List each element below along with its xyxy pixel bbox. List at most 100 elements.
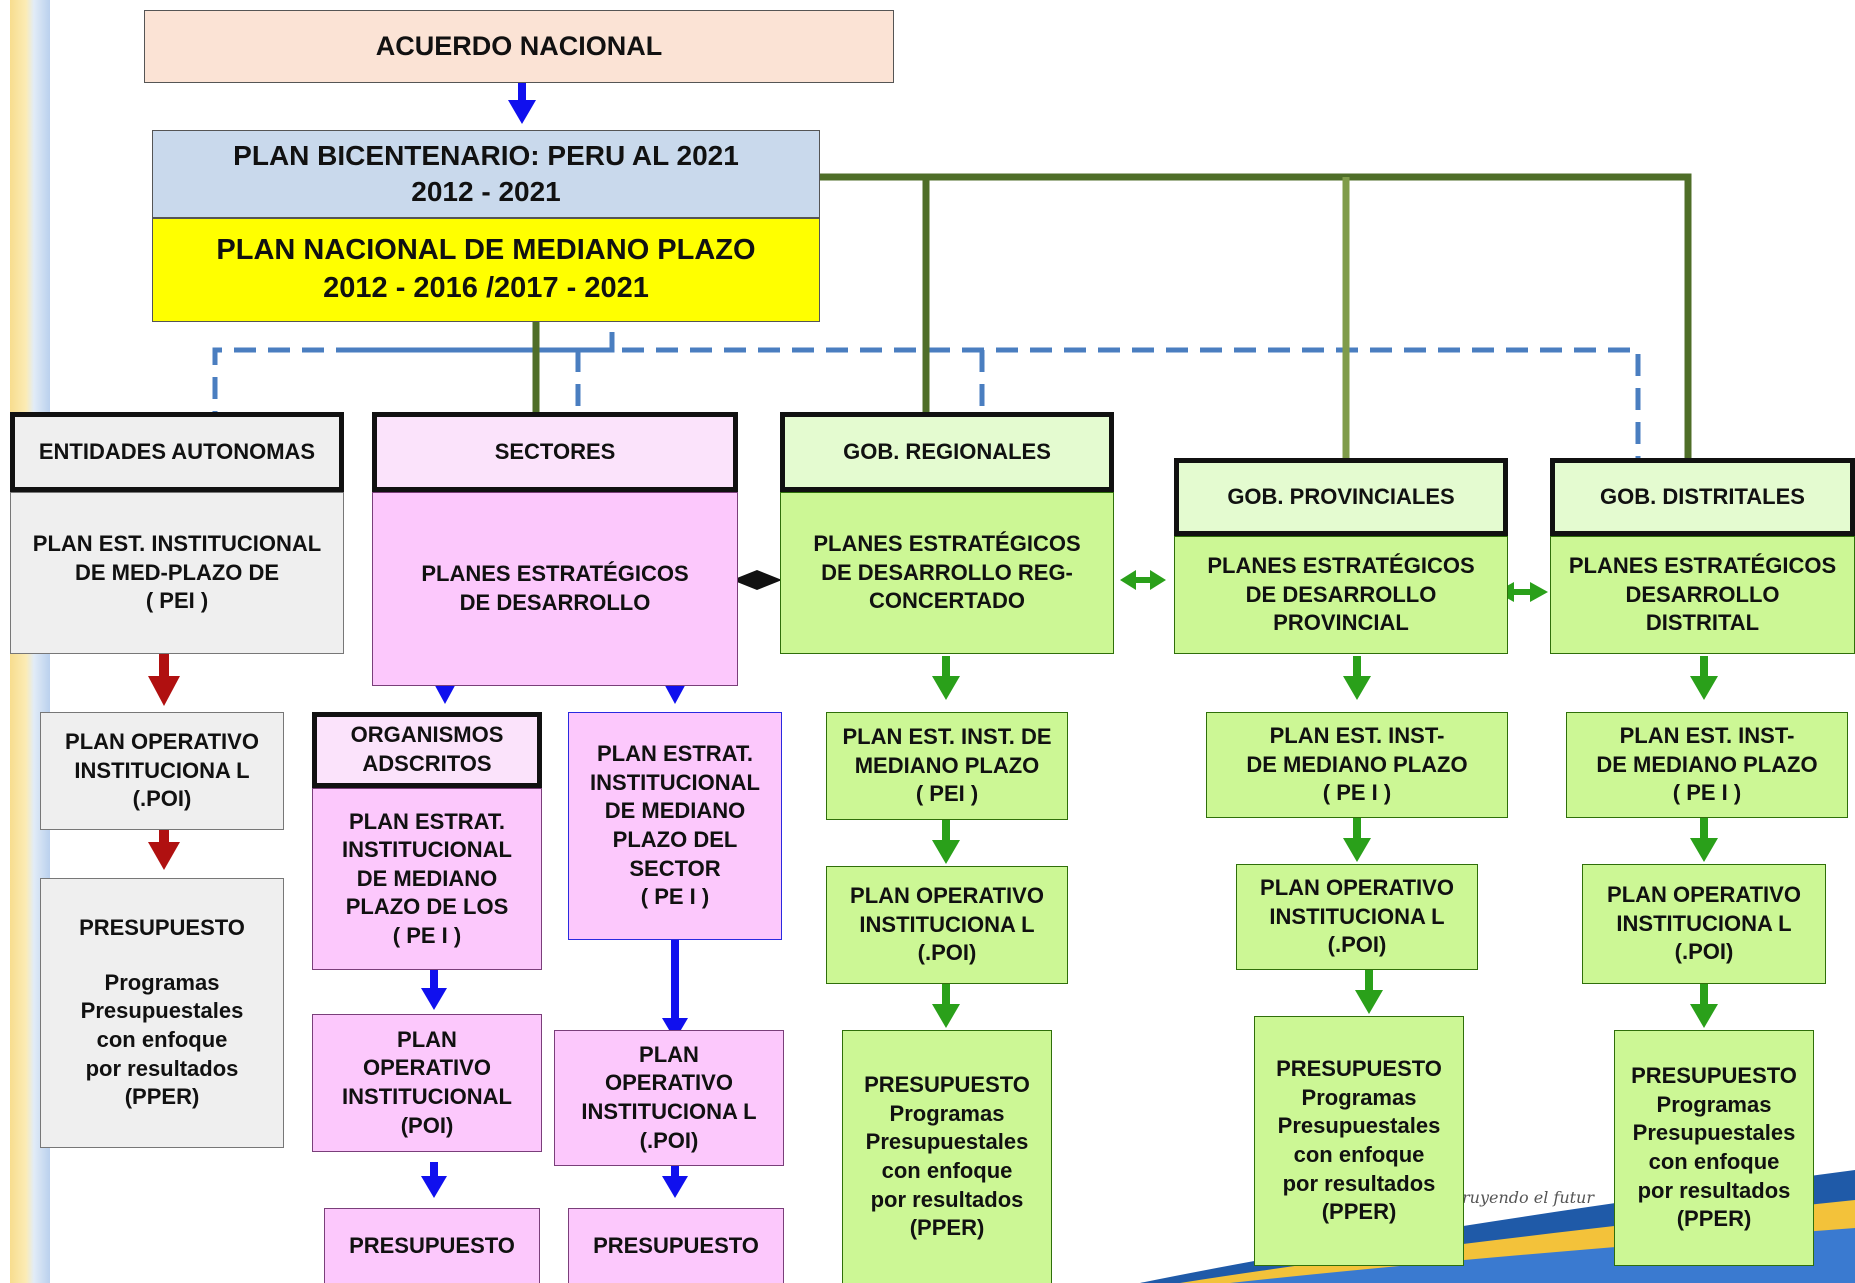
sectores-label: SECTORES xyxy=(494,438,616,464)
arrow-distritales-poi-to-presupuesto xyxy=(1690,984,1718,1028)
watermark-text: ruyendo el futur xyxy=(1462,1188,1595,1207)
plan-bicentenario-title: PLAN BICENTENARIO: PERU AL 2021 xyxy=(233,139,739,171)
organismos-pei-line: PLAN ESTRAT. xyxy=(348,808,506,834)
provinciales-poi-line: PLAN OPERATIVO xyxy=(1260,875,1454,901)
solid-tree-connectors xyxy=(532,173,1692,458)
distritales-pei-line: ( PE I ) xyxy=(1672,780,1742,806)
organismos-poi-line: (POI) xyxy=(400,1112,454,1138)
gob-distritales-label: GOB. DISTRITALES xyxy=(1600,483,1805,509)
plan-nacional-box: PLAN NACIONAL DE MEDIANO PLAZO 2012 - 20… xyxy=(152,218,820,322)
organismos-poi-line: INSTITUCIONAL xyxy=(342,1084,512,1109)
distritales-presupuesto-line: (PPER) xyxy=(1676,1206,1752,1232)
arrow-provinciales-plan-to-pei xyxy=(1343,656,1371,700)
distritales-pei-line: PLAN EST. INST- xyxy=(1619,723,1795,749)
distritales-plan-line: DISTRITAL xyxy=(1645,610,1760,636)
autonomas-presupuesto-line: PRESUPUESTO xyxy=(79,915,245,941)
arrow-sector-plan-to-poi xyxy=(662,940,688,1040)
regionales-presupuesto-line: Presupuestales xyxy=(865,1129,1029,1155)
provinciales-presupuesto-line: (PPER) xyxy=(1321,1199,1397,1225)
regionales-pei-line: PLAN EST. INST. DE xyxy=(842,724,1052,750)
regionales-pei-line: MEDIANO PLAZO xyxy=(854,752,1040,778)
sector-presupuesto-label: PRESUPUESTO xyxy=(593,1232,759,1258)
sector-pei-line: SECTOR xyxy=(629,855,721,881)
entidades-autonomas-label: ENTIDADES AUTONOMAS xyxy=(38,438,316,464)
plan-nacional-title: PLAN NACIONAL DE MEDIANO PLAZO xyxy=(216,234,756,267)
arrow-acuerdo-to-bicentenario xyxy=(508,82,536,124)
distritales-pei-box: PLAN EST. INST- DE MEDIANO PLAZO ( PE I … xyxy=(1566,712,1848,818)
arrow-regionales-pei-to-poi xyxy=(932,820,960,864)
arrow-sector-poi-to-presupuesto xyxy=(662,1162,688,1198)
distritales-plan-line: DESARROLLO xyxy=(1625,581,1780,607)
gob-regionales-label: GOB. REGIONALES xyxy=(843,438,1051,464)
distritales-pei-line: DE MEDIANO PLAZO xyxy=(1596,751,1818,777)
organismos-poi-line: PLAN xyxy=(397,1026,457,1052)
distritales-presupuesto-line: con enfoque xyxy=(1648,1149,1780,1174)
organismos-adscritos-header: ORGANISMOS ADSCRITOS xyxy=(312,712,542,788)
provinciales-poi-line: INSTITUCIONA L xyxy=(1269,903,1445,929)
arrow-org-plan-to-poi xyxy=(421,970,447,1010)
sectores-plan-line: DE DESARROLLO xyxy=(459,590,651,615)
regionales-poi-line: INSTITUCIONA L xyxy=(859,911,1035,937)
sector-pei-box: PLAN ESTRAT. INSTITUCIONAL DE MEDIANO PL… xyxy=(568,712,782,940)
regionales-poi-box: PLAN OPERATIVO INSTITUCIONA L (.POI) xyxy=(826,866,1068,984)
provinciales-plan-line: PLANES ESTRATÉGICOS xyxy=(1207,553,1475,579)
arrow-provinciales-pei-to-poi xyxy=(1343,818,1371,862)
provinciales-presupuesto-line: con enfoque xyxy=(1293,1142,1425,1167)
sector-pei-line: INSTITUCIONAL xyxy=(590,769,760,795)
organismos-pei-line: INSTITUCIONAL xyxy=(342,837,512,863)
gob-provinciales-header: GOB. PROVINCIALES xyxy=(1174,458,1508,536)
acuerdo-nacional-label: ACUERDO NACIONAL xyxy=(375,30,663,61)
provinciales-pei-line: ( PE I ) xyxy=(1322,780,1392,806)
sector-poi-line: INSTITUCIONA L xyxy=(581,1099,757,1124)
distritales-presupuesto-line: Programas xyxy=(1656,1091,1772,1117)
regionales-presupuesto-line: con enfoque xyxy=(881,1158,1013,1183)
sector-presupuesto-box: PRESUPUESTO xyxy=(568,1208,784,1283)
arrow-regionales-plan-to-pei xyxy=(932,656,960,700)
organismos-adscritos-line: ORGANISMOS xyxy=(350,722,504,748)
autonomas-pei-line: ( PEI ) xyxy=(145,588,209,614)
arrow-provinciales-poi-to-presupuesto xyxy=(1355,970,1383,1014)
distritales-poi-box: PLAN OPERATIVO INSTITUCIONA L (.POI) xyxy=(1582,864,1826,984)
entidades-autonomas-header: ENTIDADES AUTONOMAS xyxy=(10,412,344,492)
provinciales-presupuesto-line: Presupuestales xyxy=(1277,1113,1441,1139)
provinciales-presupuesto-line: por resultados xyxy=(1282,1170,1436,1196)
regionales-plan-line: CONCERTADO xyxy=(868,588,1026,614)
regionales-presupuesto-line: por resultados xyxy=(870,1186,1024,1212)
arrow-distritales-plan-to-pei xyxy=(1690,656,1718,700)
double-arrow-regionales-provinciales xyxy=(1120,570,1166,590)
regionales-presupuesto-line: PRESUPUESTO xyxy=(864,1072,1030,1098)
organismos-pei-line: ( PE I ) xyxy=(392,922,462,948)
sectores-plan-line: PLANES ESTRATÉGICOS xyxy=(421,561,689,587)
regionales-poi-line: PLAN OPERATIVO xyxy=(850,883,1044,909)
distritales-poi-line: INSTITUCIONA L xyxy=(1616,910,1792,936)
sector-poi-box: PLAN OPERATIVO INSTITUCIONA L (.POI) xyxy=(554,1030,784,1166)
sector-poi-line: (.POI) xyxy=(639,1127,699,1153)
provinciales-presupuesto-box: PRESUPUESTO Programas Presupuestales con… xyxy=(1254,1016,1464,1266)
organismos-pei-line: PLAZO DE LOS xyxy=(345,894,509,920)
autonomas-poi-line: (.POI) xyxy=(132,786,192,812)
regionales-plan-box: PLANES ESTRATÉGICOS DE DESARROLLO REG- C… xyxy=(780,492,1114,654)
sector-pei-line: PLAZO DEL xyxy=(612,827,738,852)
sector-pei-line: ( PE I ) xyxy=(640,884,710,910)
distritales-poi-line: PLAN OPERATIVO xyxy=(1607,882,1801,908)
provinciales-presupuesto-line: PRESUPUESTO xyxy=(1276,1056,1442,1082)
arrow-autonomas-poi-to-presupuesto xyxy=(148,828,180,870)
distritales-presupuesto-box: PRESUPUESTO Programas Presupuestales con… xyxy=(1614,1030,1814,1266)
distritales-plan-box: PLANES ESTRATÉGICOS DESARROLLO DISTRITAL xyxy=(1550,536,1855,654)
regionales-presupuesto-box: PRESUPUESTO Programas Presupuestales con… xyxy=(842,1030,1052,1283)
plan-bicentenario-box: PLAN BICENTENARIO: PERU AL 2021 2012 - 2… xyxy=(152,130,820,218)
gob-regionales-header: GOB. REGIONALES xyxy=(780,412,1114,492)
distritales-presupuesto-line: PRESUPUESTO xyxy=(1631,1063,1797,1089)
distritales-poi-line: (.POI) xyxy=(1674,939,1734,965)
provinciales-pei-line: PLAN EST. INST- xyxy=(1269,723,1445,749)
provinciales-plan-line: PROVINCIAL xyxy=(1273,610,1409,636)
sectores-header: SECTORES xyxy=(372,412,738,492)
distritales-plan-line: PLANES ESTRATÉGICOS xyxy=(1568,553,1837,579)
autonomas-presupuesto-line: (PPER) xyxy=(124,1084,200,1110)
sectores-plan-box: PLANES ESTRATÉGICOS DE DESARROLLO xyxy=(372,492,738,686)
sector-pei-line: PLAN ESTRAT. xyxy=(596,741,754,767)
autonomas-presupuesto-line: con enfoque xyxy=(96,1027,228,1052)
provinciales-poi-line: (.POI) xyxy=(1327,932,1387,958)
autonomas-poi-box: PLAN OPERATIVO INSTITUCIONA L (.POI) xyxy=(40,712,284,830)
